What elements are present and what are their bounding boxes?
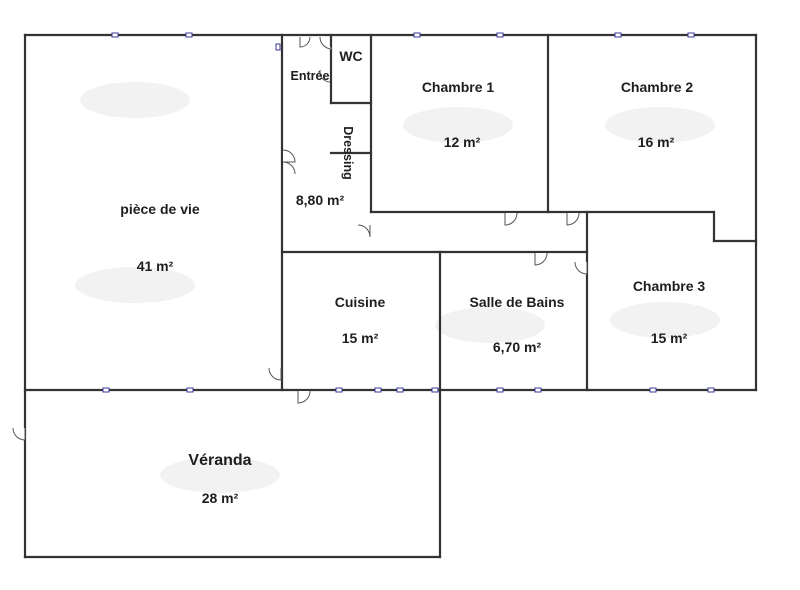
door-veranda (297, 390, 311, 404)
door-bedroom2 (566, 212, 580, 226)
bedroom1-label: Chambre 1 (422, 79, 495, 95)
bedroom2-label: Chambre 2 (621, 79, 694, 95)
door-living-2 (282, 161, 296, 175)
door-living (282, 149, 296, 163)
dressing-area: 8,80 m² (296, 192, 345, 208)
bathroom-area: 6,70 m² (493, 339, 542, 355)
door-entry-2 (319, 36, 333, 50)
veranda-area: 28 m² (202, 490, 239, 506)
bedroom1-area: 12 m² (444, 134, 481, 150)
bedroom3-area: 15 m² (651, 330, 688, 346)
door-wc (319, 71, 331, 83)
living-room-area: 41 m² (137, 258, 174, 274)
kitchen-area: 15 m² (342, 330, 379, 346)
door-veranda-outside (12, 427, 26, 441)
background-shading (75, 82, 720, 493)
windows (102, 32, 715, 393)
doors (12, 36, 588, 441)
door-bathroom (534, 252, 548, 266)
wc-label: WC (339, 48, 362, 64)
door-dressing (357, 224, 371, 238)
kitchen-label: Cuisine (335, 294, 386, 310)
walls (23, 33, 758, 559)
veranda-label: Véranda (188, 452, 251, 469)
door-entry (299, 36, 311, 48)
bathroom-label: Salle de Bains (470, 294, 565, 310)
entry-label: Entrée (291, 69, 330, 83)
living-room-label: pièce de vie (120, 201, 200, 217)
bedroom2-area: 16 m² (638, 134, 675, 150)
door-kitchen (268, 367, 282, 381)
door-bedroom1 (504, 212, 518, 226)
room-labels: pièce de vie 41 m² Entrée WC Dressing 8,… (120, 48, 705, 506)
dressing-label: Dressing (341, 126, 355, 180)
door-bedroom3 (574, 261, 588, 275)
bedroom3-label: Chambre 3 (633, 278, 706, 294)
